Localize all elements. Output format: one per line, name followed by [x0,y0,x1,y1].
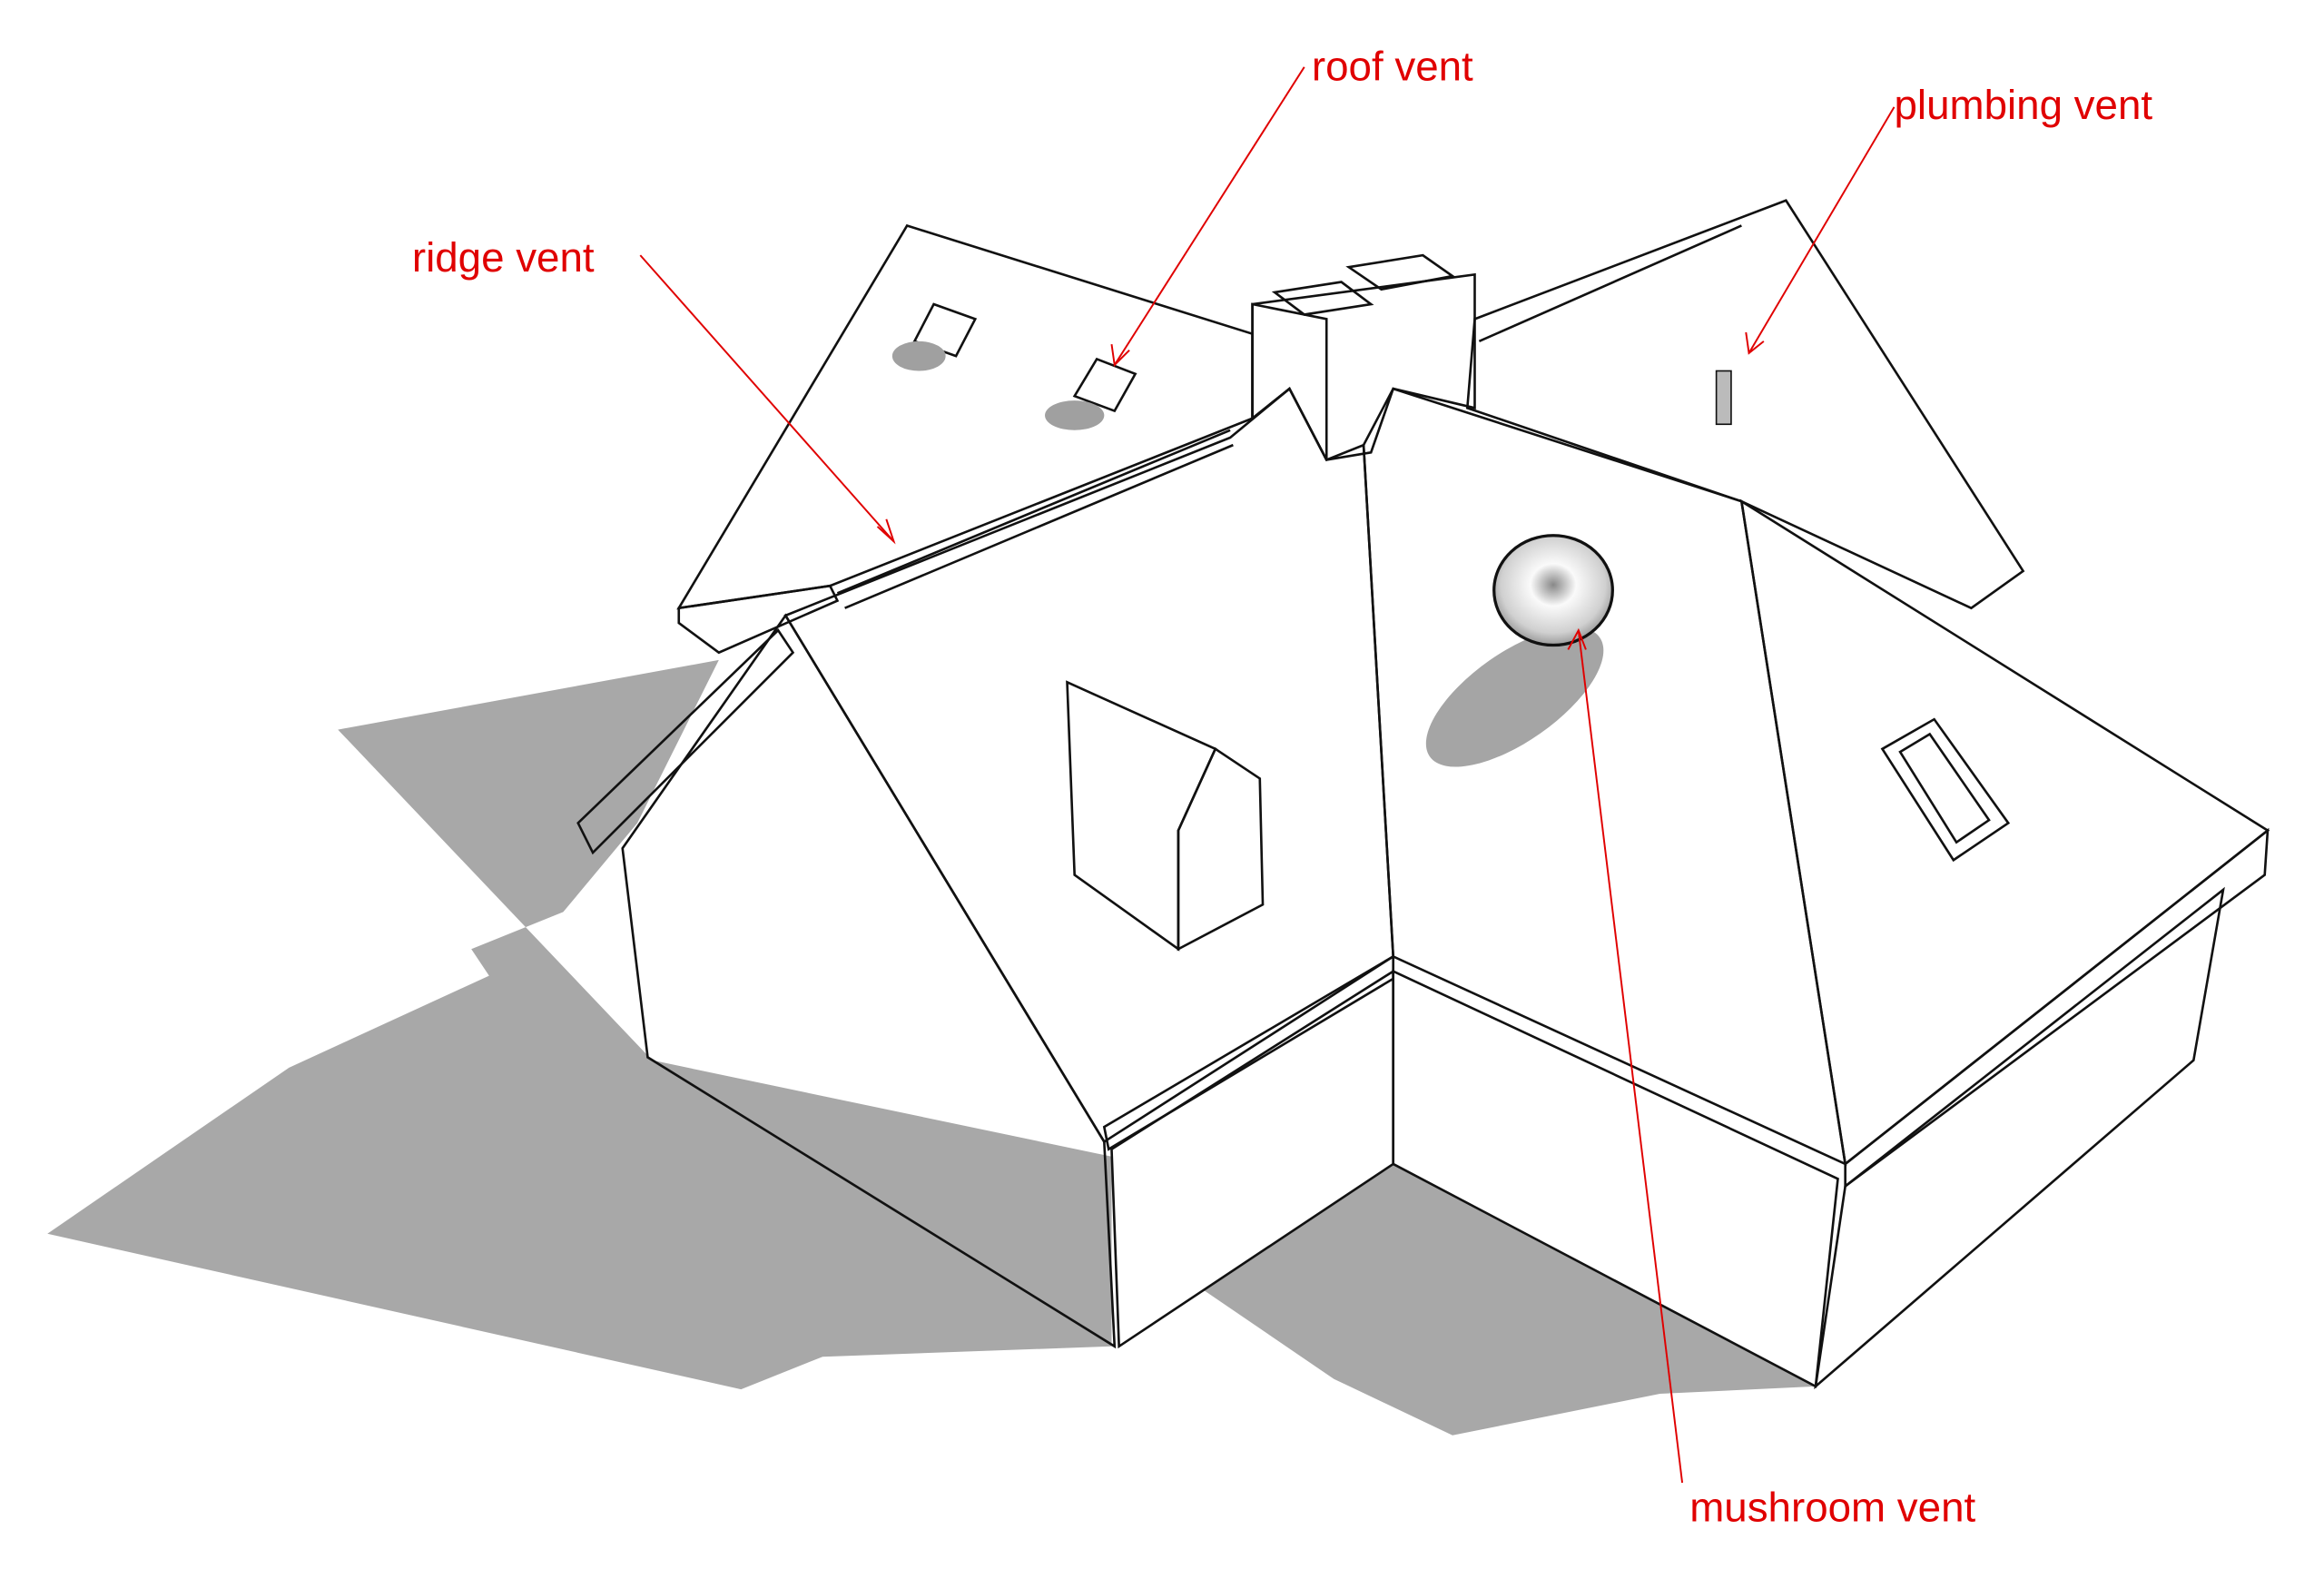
hip-roof-face [1362,387,1847,1167]
mushroom-vent-arrow [1567,627,1587,650]
ridge-vent-strip-edge [844,443,1234,609]
right-fascia [1844,827,2270,1189]
skylight [1880,717,2011,863]
chimney-flue [1271,281,1374,316]
chimney-flue [1345,253,1456,291]
front-roof [783,387,1395,1144]
roof-vent-shadow [1045,400,1105,430]
back-left-fascia [677,584,840,655]
mushroom-vent-leader [1577,630,1684,1484]
roof-vent-box [912,302,978,358]
ground-shadow-center [1203,1163,1816,1436]
roof-vent-box [1072,357,1137,413]
left-gable-trim [576,628,795,855]
plumbing-vent-label: plumbing vent [1895,82,2153,128]
ridge-vent-arrow [876,518,896,545]
ground-shadow-left [47,659,1112,1390]
dormer [1066,680,1217,952]
plumbing-vent-pipe [1715,370,1732,426]
plumbing-vent-arrow [1745,331,1765,355]
ridge-vent-leader [639,254,895,542]
back-left-roof [676,223,1254,610]
dormer-side [1177,746,1265,952]
skylight-glass [1898,732,1991,844]
mushroom-vent-shadow [1425,627,1604,767]
roof-vent-shadow [891,340,946,371]
ridge-line-back [1478,224,1742,343]
roof-vent-leader [1113,66,1305,366]
mushroom-vent [1492,534,1614,647]
roof-vent-arrow [1110,343,1130,368]
back-right-roof [1465,199,2025,610]
plumbing-vent-leader [1748,106,1896,354]
roof-vent-label: roof vent [1312,43,1473,89]
mushroom-vent-label: mushroom vent [1689,1484,1975,1530]
right-wall [1814,886,2225,1390]
ridge-vent-strip [836,429,1231,595]
ridge-vent-label: ridge vent [412,234,595,281]
left-gable-wall [621,613,1117,1349]
chimney [1251,272,1476,461]
